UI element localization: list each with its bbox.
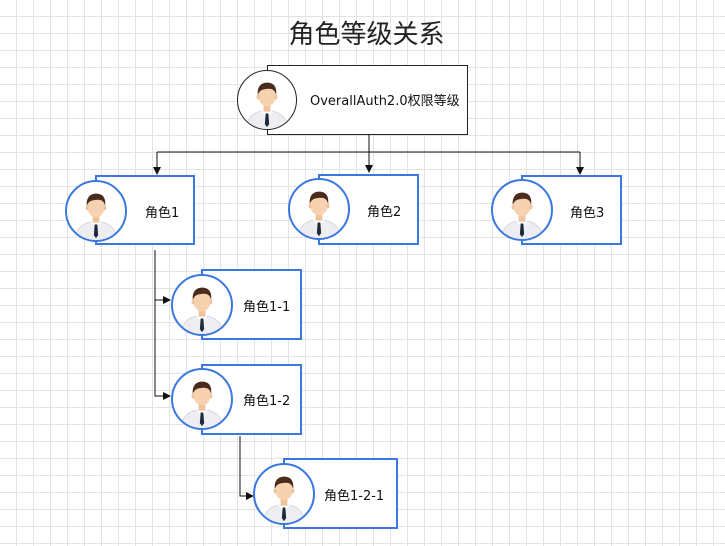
connector-role1-role1-1 bbox=[154, 250, 171, 304]
node-role1-2-1[interactable]: 角色1-2-1 bbox=[253, 458, 398, 529]
person-avatar-icon bbox=[65, 180, 127, 242]
node-root[interactable]: OverallAuth2.0权限等级 bbox=[237, 65, 468, 135]
node-role1-2-label: 角色1-2 bbox=[243, 394, 291, 409]
connector-role1-2-role1-2-1 bbox=[239, 436, 254, 500]
person-avatar-icon bbox=[491, 179, 553, 241]
person-avatar-icon bbox=[171, 368, 233, 430]
diagram-title: 角色等级关系 bbox=[288, 20, 445, 50]
node-role3-label: 角色3 bbox=[570, 206, 605, 221]
node-root-label: OverallAuth2.0权限等级 bbox=[310, 94, 460, 109]
node-role1-2-1-label: 角色1-2-1 bbox=[324, 489, 385, 504]
node-role1-2[interactable]: 角色1-2 bbox=[171, 364, 302, 435]
node-root-box bbox=[267, 65, 468, 135]
node-role3[interactable]: 角色3 bbox=[491, 175, 622, 245]
node-role1-label: 角色1 bbox=[145, 206, 180, 221]
person-avatar-icon bbox=[253, 463, 315, 525]
node-role2[interactable]: 角色2 bbox=[288, 174, 419, 245]
person-avatar-icon bbox=[288, 178, 350, 240]
person-avatar-icon bbox=[237, 70, 297, 130]
person-avatar-icon bbox=[171, 274, 233, 336]
node-role1-1-label: 角色1-1 bbox=[243, 300, 291, 315]
node-role2-label: 角色2 bbox=[367, 205, 402, 220]
connector-role1-role1-2 bbox=[154, 300, 171, 400]
node-role1[interactable]: 角色1 bbox=[65, 175, 195, 245]
node-role1-1[interactable]: 角色1-1 bbox=[171, 269, 302, 340]
